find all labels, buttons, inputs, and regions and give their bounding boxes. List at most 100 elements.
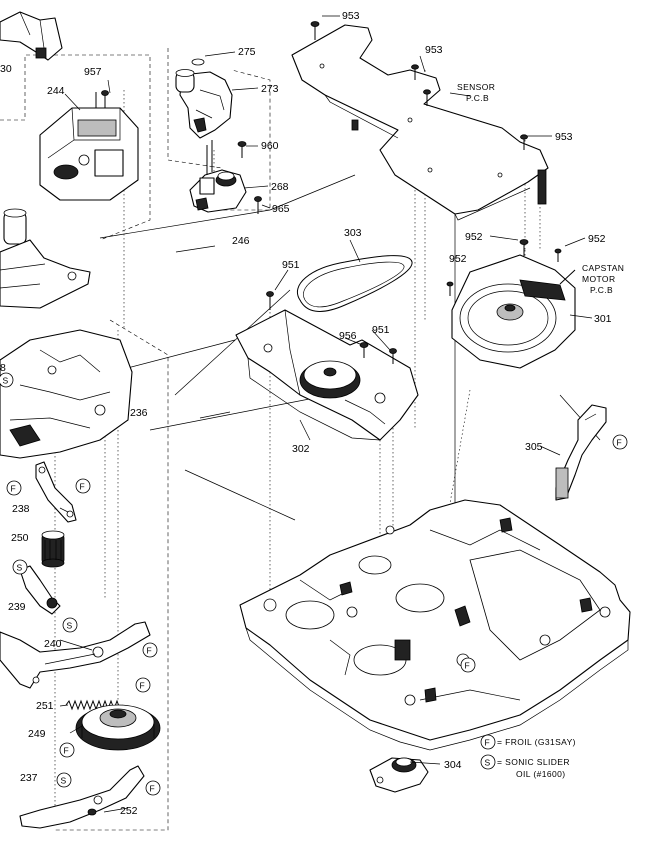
froil-marker: F (145, 780, 161, 796)
svg-text:S: S (17, 563, 23, 573)
label-30: 30 (0, 63, 12, 75)
sonic-marker: S (56, 772, 72, 788)
part-244-mechanism (39, 92, 139, 201)
label-237: 237 (20, 772, 38, 784)
sensor-pcb (291, 24, 549, 221)
screw-965 (254, 196, 262, 214)
svg-text:F: F (64, 746, 70, 756)
label-273: 273 (261, 83, 279, 95)
svg-text:S: S (67, 621, 73, 631)
screws-951 (266, 291, 397, 364)
sonic-marker: S (12, 559, 28, 575)
legend-sonic-text-2: OIL (#1600) (516, 769, 565, 779)
part-273-bracket (175, 58, 233, 139)
legend: F = FROIL (G31SAY) S = SONIC SLIDER OIL … (480, 734, 576, 779)
froil-marker: F (142, 642, 158, 658)
label-275: 275 (238, 46, 256, 58)
label-leaders (59, 15, 593, 813)
part-305-lever (555, 404, 607, 501)
label-956: 956 (339, 330, 357, 342)
sonic-marker: S (62, 617, 78, 633)
label-952: 952 (449, 253, 467, 265)
svg-text:S: S (61, 776, 67, 786)
label-304: 304 (444, 759, 462, 771)
part-250-gear (41, 530, 65, 568)
sonic-marker: S (0, 372, 14, 388)
label-951: 951 (372, 324, 390, 336)
legend-froil: F = FROIL (G31SAY) (480, 734, 576, 750)
label-305: 305 (525, 441, 543, 453)
screw-957 (101, 90, 109, 108)
svg-text:F: F (147, 646, 153, 656)
froil-marker: F (59, 742, 75, 758)
legend-froil-text: = FROIL (G31SAY) (497, 737, 576, 747)
label-965: 965 (272, 203, 290, 215)
svg-text:F: F (150, 784, 156, 794)
label-951: 951 (282, 259, 300, 271)
label-301: 301 (594, 313, 612, 325)
label-957: 957 (84, 66, 102, 78)
label-952: 952 (588, 233, 606, 245)
part-249-gear (75, 704, 161, 751)
label-246: 246 (232, 235, 250, 247)
motor-label: MOTOR (582, 274, 615, 284)
legend-sonic: S = SONIC SLIDER OIL (#1600) (480, 754, 570, 779)
label-238: 238 (12, 503, 30, 515)
label-303: 303 (344, 227, 362, 239)
label-252: 252 (120, 805, 138, 817)
part-268-assembly (189, 140, 247, 213)
svg-text:F: F (80, 482, 86, 492)
svg-text:F: F (140, 681, 146, 691)
label-236: 236 (130, 407, 148, 419)
part-number-labels: 30 957 244 275 273 960 268 965 953 953 9… (0, 10, 612, 817)
froil-marker: F (6, 480, 22, 496)
sensor-label: SENSOR (457, 82, 495, 92)
label-249: 249 (28, 728, 46, 740)
froil-marker: F (460, 657, 476, 673)
froil-marker: F (135, 677, 151, 693)
label-952: 952 (465, 231, 483, 243)
froil-marker: F (612, 434, 628, 450)
label-953: 953 (555, 131, 573, 143)
label-240: 240 (44, 638, 62, 650)
sensor-pcb-label: P.C.B (466, 93, 489, 103)
label-239: 239 (8, 601, 26, 613)
part-238-lever (35, 461, 77, 523)
lubrication-markers: F F S S S F F F S F F F (0, 372, 628, 796)
part-304-gear (369, 757, 429, 793)
part-30-bracket (0, 11, 63, 61)
svg-text:S: S (3, 376, 9, 386)
label-302: 302 (292, 443, 310, 455)
screw-960 (237, 141, 247, 158)
svg-text:F: F (617, 438, 623, 448)
capstan-label: CAPSTAN (582, 263, 624, 273)
svg-text:F: F (485, 738, 491, 748)
part-301-capstan-motor (451, 254, 576, 369)
pcb-labels: SENSOR P.C.B CAPSTAN MOTOR P.C.B (457, 82, 624, 295)
label-8: 8 (0, 362, 6, 374)
label-953: 953 (425, 44, 443, 56)
label-953: 953 (342, 10, 360, 22)
main-chassis (239, 499, 631, 751)
label-244: 244 (47, 85, 65, 97)
label-960: 960 (261, 140, 279, 152)
legend-sonic-text: = SONIC SLIDER (497, 757, 570, 767)
part-239-arm (19, 565, 61, 615)
part-chassis-left (0, 329, 133, 459)
svg-text:F: F (11, 484, 17, 494)
capstan-pcb-label: P.C.B (590, 285, 613, 295)
part-240-lever (0, 621, 151, 689)
part-303-belt (297, 255, 413, 312)
part-246-arm (0, 208, 91, 309)
screws-953 (310, 21, 528, 150)
label-250: 250 (11, 532, 29, 544)
label-268: 268 (271, 181, 289, 193)
screw-956 (359, 342, 369, 358)
svg-text:F: F (465, 661, 471, 671)
part-252-lever (19, 765, 145, 829)
label-251: 251 (36, 700, 54, 712)
part-302-unit (235, 309, 419, 441)
screws-952 (446, 239, 562, 296)
